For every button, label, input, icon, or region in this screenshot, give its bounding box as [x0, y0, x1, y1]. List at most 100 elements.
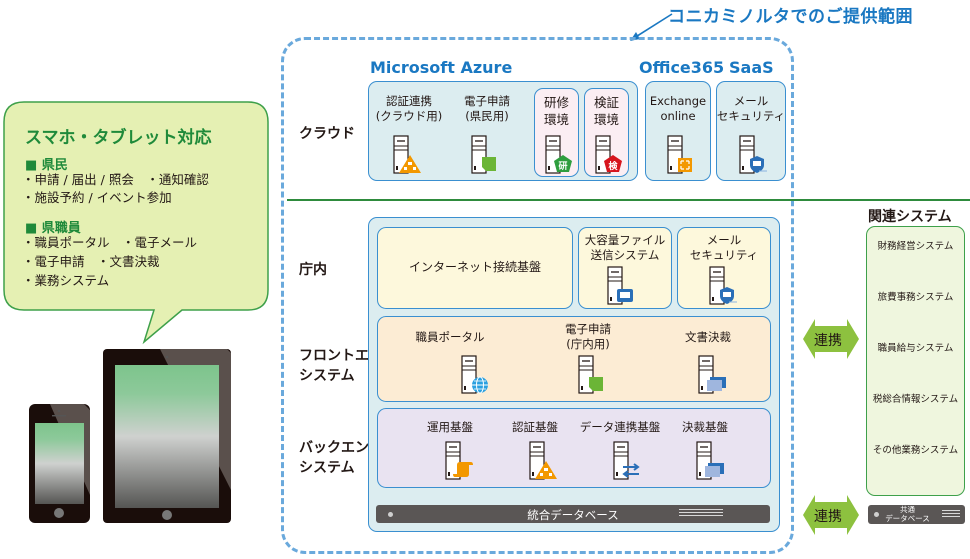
server-icon [737, 135, 769, 179]
staff-line: ・電子申請 ・文書決裁 [22, 254, 160, 269]
cloud-item-e-application: 電子申請 (県民用) [448, 94, 526, 124]
server-icon [707, 266, 739, 310]
cloud-item-label: (県民用) [465, 109, 509, 123]
row-label-backend: バックエンド システム [299, 438, 383, 478]
smartphone-icon [29, 404, 90, 523]
cloud-item-label: 環境 [543, 112, 569, 127]
row-label-frontend-line2: システム [299, 368, 355, 384]
item-label-line: メール [706, 233, 742, 247]
cloud-item-training: 研修 環境 [534, 94, 579, 128]
related-system-item: 税総合情報システム [872, 394, 959, 405]
cloud-item-label: online [660, 109, 696, 123]
server-icon [665, 135, 697, 179]
server-icon [576, 355, 608, 399]
citizens-heading: ■ 県民 [25, 158, 68, 173]
backend-item-operations: 運用基盤 [427, 420, 473, 434]
server-icon [611, 441, 643, 485]
training-badge-icon: 研 [554, 155, 572, 172]
server-icon: 研 [543, 135, 575, 179]
related-system-item: その他業務システム [872, 445, 959, 456]
server-icon [445, 441, 461, 480]
cloud-item-label: 電子申請 [464, 94, 510, 108]
integrated-database-bar: 統合データベース [376, 505, 770, 523]
citizens-line: ・申請 / 届出 / 照会 ・通知確認 [22, 172, 209, 187]
mail-shield-icon [720, 287, 737, 304]
server-icon [459, 355, 491, 399]
related-systems-box [866, 226, 965, 496]
item-label-line: 大容量ファイル [584, 233, 666, 247]
citizens-line: ・施設予約 / イベント参加 [22, 190, 172, 205]
exchange-icon [678, 158, 692, 172]
document-icon [482, 157, 496, 171]
link-arrow-lower [803, 495, 859, 535]
server-icon [696, 355, 728, 399]
tablet-icon [103, 349, 231, 523]
item-label-line: 電子申請 [565, 322, 611, 336]
hierarchy-warning-icon [535, 461, 557, 479]
globe-icon [472, 376, 488, 394]
db-vent-lines [679, 509, 723, 518]
link-label-upper: 連携 [814, 333, 842, 349]
frontend-item-portal: 職員ポータル [415, 330, 485, 344]
item-label-line: (庁内用) [566, 337, 610, 351]
related-systems-title: 関連システム [868, 209, 952, 225]
internet-gateway-box [377, 227, 573, 309]
scroll-icon [453, 462, 473, 477]
cloud-item-verification: 検証 環境 [584, 94, 629, 128]
cloud-item-auth-link: 認証連携 (クラウド用) [370, 94, 448, 124]
cloud-item-label: 研修 [543, 95, 569, 110]
cloud-item-mail-security: メール セキュリティ [716, 94, 786, 124]
server-icon [613, 441, 629, 480]
service-scope-title: コニカミノルタでのご提供範囲 [668, 7, 913, 27]
cloud-item-exchange: Exchange online [645, 94, 711, 124]
server-icon [393, 135, 409, 174]
sync-arrows-icon [622, 463, 640, 478]
vendor-saas: SaaS [729, 58, 774, 77]
cloud-onprem-divider [287, 199, 970, 201]
link-label-lower: 連携 [814, 509, 842, 525]
document-icon [589, 377, 603, 391]
hierarchy-warning-icon [399, 155, 421, 173]
integrated-database-label: 統合データベース [527, 508, 619, 522]
common-db-line: データベース [885, 514, 930, 523]
server-icon [527, 441, 559, 485]
link-arrow-upper [803, 319, 859, 359]
mail-shield-icon [750, 156, 767, 173]
server-icon [694, 441, 726, 485]
mobile-support-title: スマホ・タブレット対応 [25, 128, 212, 148]
related-system-item: 財務経営システム [877, 241, 954, 252]
common-database-bar: 共通 データベース [868, 505, 965, 524]
staff-line: ・職員ポータル ・電子メール [22, 235, 198, 250]
row-label-internal: 庁内 [299, 262, 327, 278]
backend-item-approval: 決裁基盤 [682, 420, 728, 434]
vendor-office365: Office365 [639, 58, 725, 77]
staff-line: ・業務システム [22, 273, 110, 288]
service-scope-boundary [281, 37, 794, 554]
cloud-item-label: メール [733, 94, 769, 108]
staff-heading: ■ 県職員 [25, 221, 81, 236]
vendor-azure: Microsoft Azure [370, 58, 513, 77]
devices-illustration [29, 349, 231, 523]
speech-bubble [3, 101, 269, 345]
related-system-item: 旅費事務システム [877, 292, 954, 303]
svg-text:検: 検 [608, 160, 618, 172]
internet-gateway-label: インターネット接続基盤 [408, 260, 541, 274]
cloud-item-label: 環境 [593, 112, 619, 127]
verification-badge-icon: 検 [604, 155, 622, 172]
mail-icon [617, 289, 633, 302]
common-db-line: 共通 [900, 505, 915, 514]
frontend-item-e-application: 電子申請 (庁内用) [538, 322, 638, 352]
server-icon [469, 135, 501, 179]
large-file-transfer-label: 大容量ファイル 送信システム [578, 233, 672, 263]
cloud-item-label: セキュリティ [716, 109, 786, 123]
cloud-item-label: 検証 [593, 95, 619, 110]
item-label-line: セキュリティ [689, 248, 759, 262]
server-icon [443, 441, 475, 485]
common-database-label: 共通 データベース [850, 505, 965, 523]
item-label-line: 送信システム [590, 248, 660, 262]
server-icon: 検 [593, 135, 625, 179]
cloud-item-label: (クラウド用) [375, 109, 443, 123]
server-icon [605, 266, 637, 310]
related-system-item: 職員給与システム [877, 343, 954, 354]
svg-text:研: 研 [558, 161, 567, 172]
